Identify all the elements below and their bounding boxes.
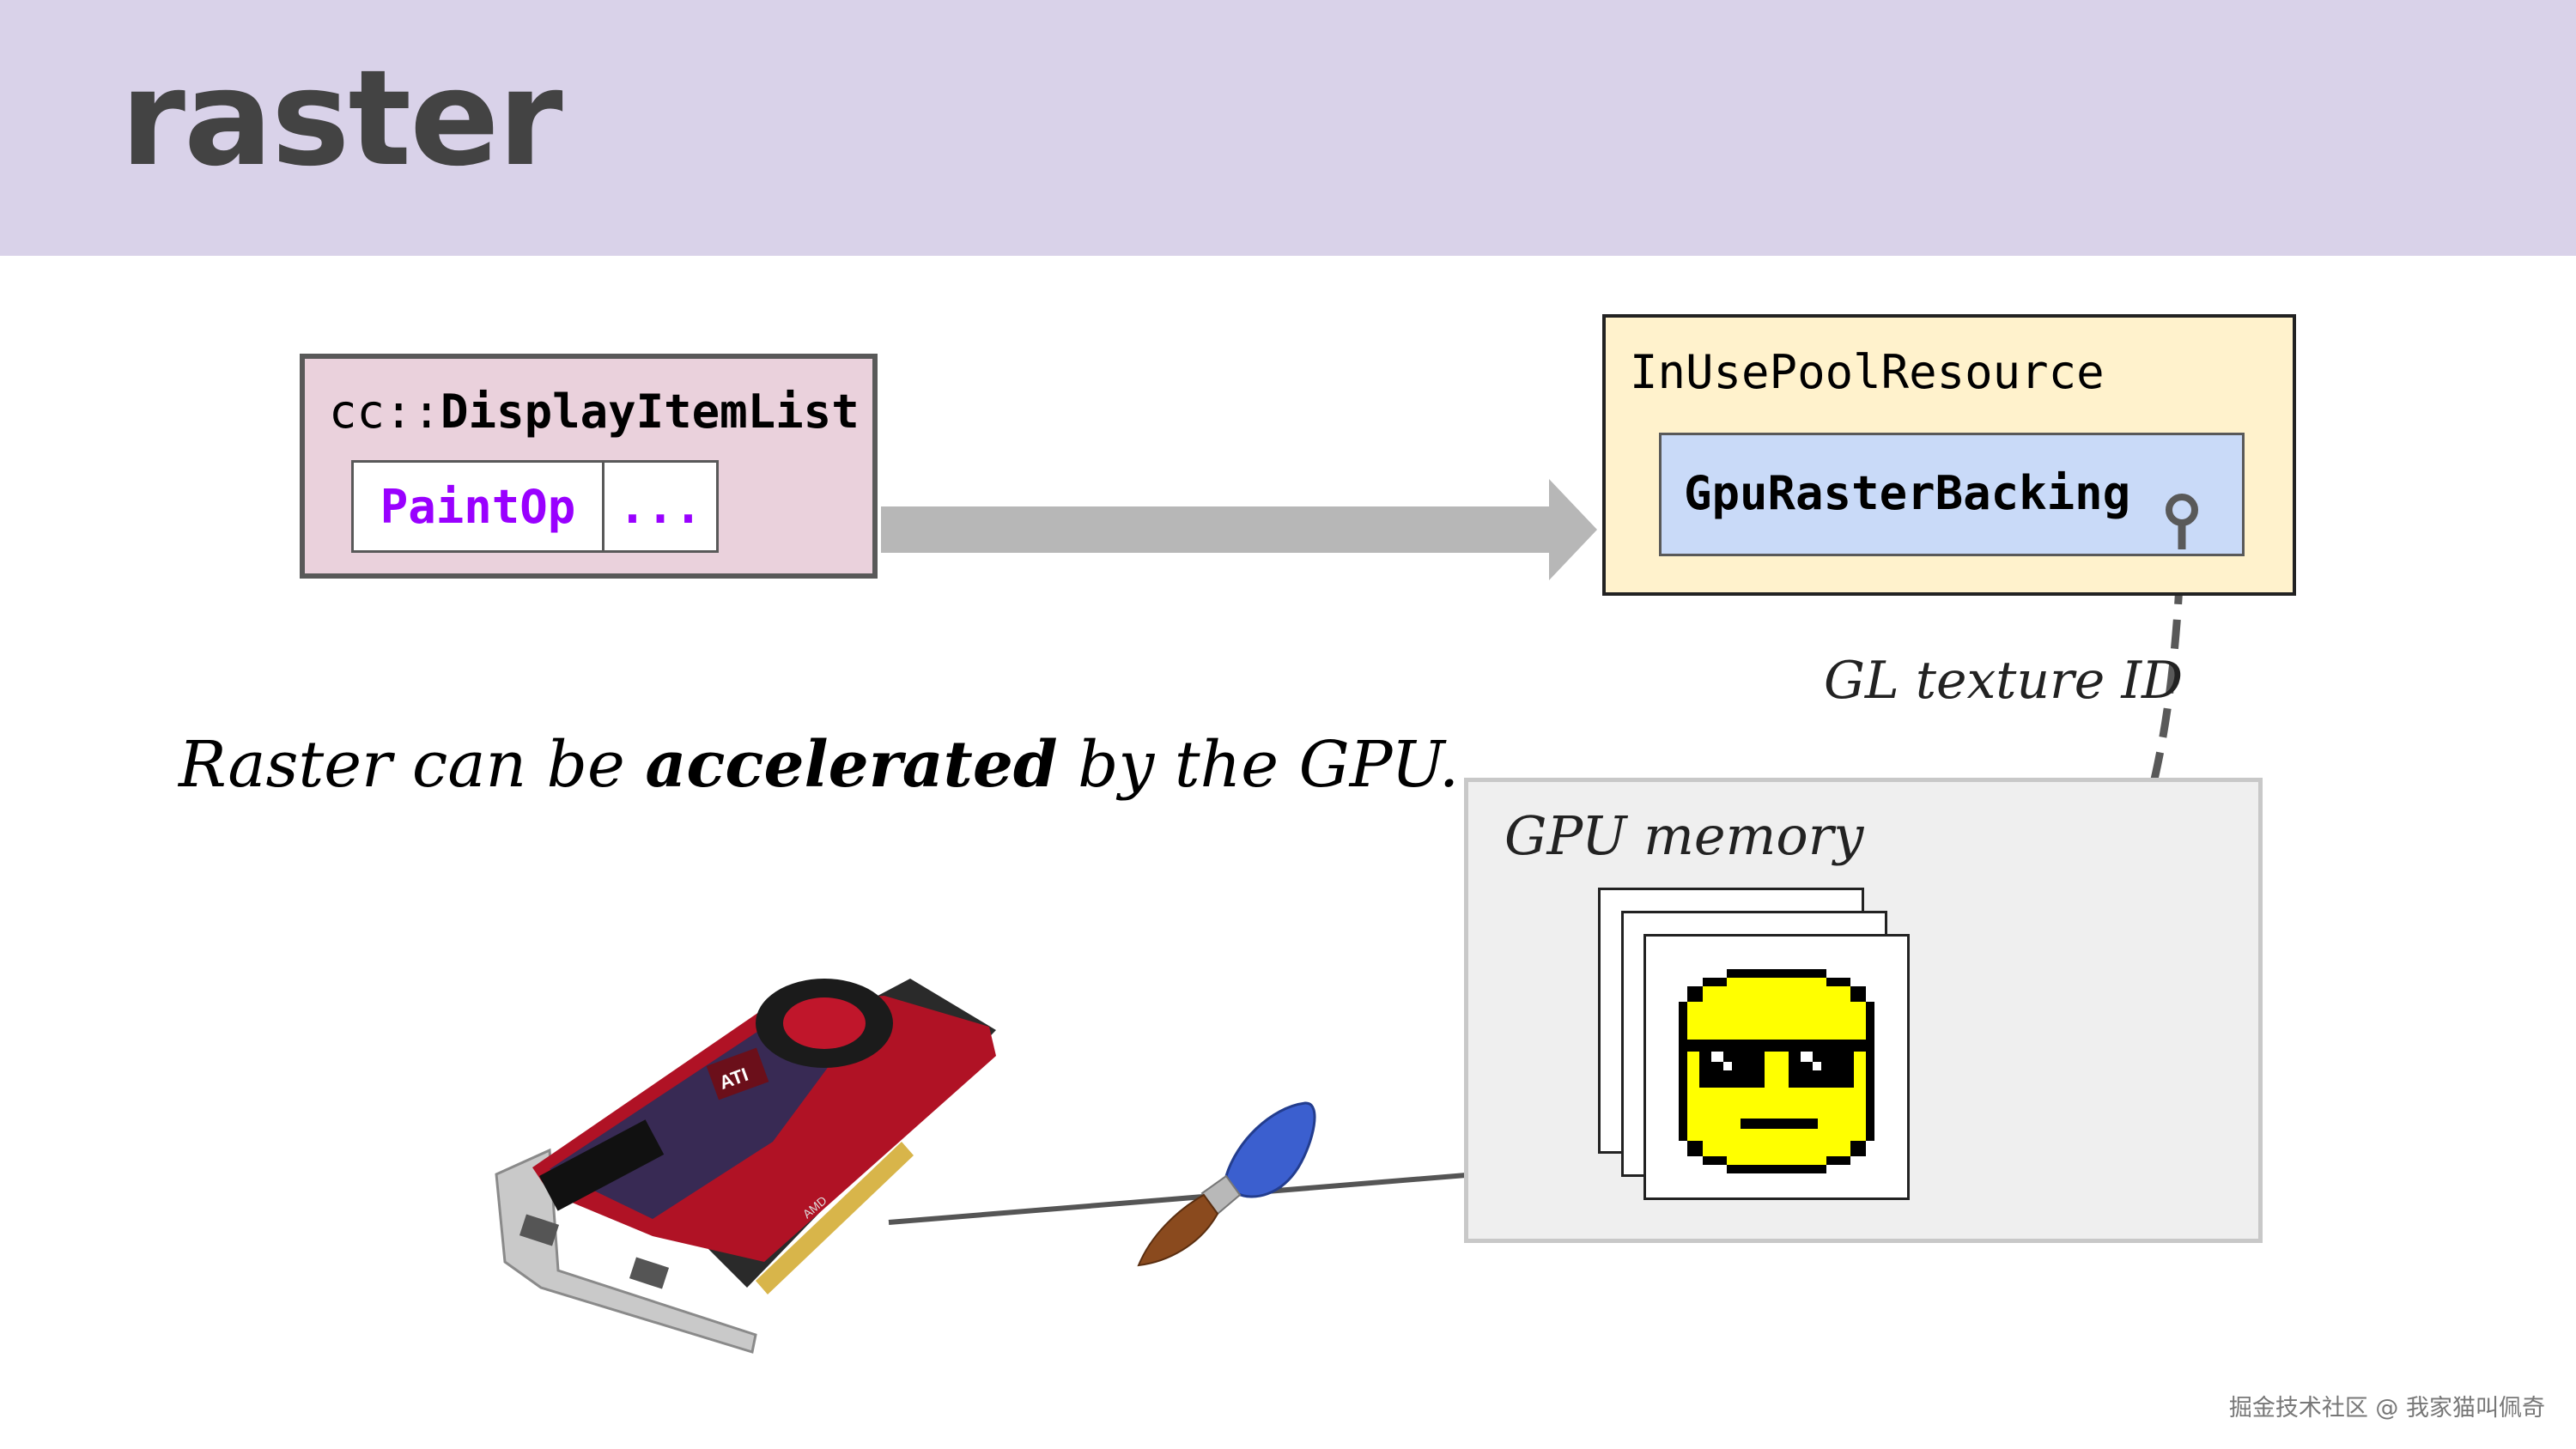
in-use-pool-resource-box: InUsePoolResource GpuRasterBacking bbox=[1602, 314, 2296, 596]
raster-flow-arrow bbox=[881, 479, 1597, 580]
gl-texture-id-label: GL texture ID bbox=[1824, 651, 2184, 711]
sunglasses-smiley-icon bbox=[1679, 969, 1874, 1173]
gpu-raster-backing-label: GpuRasterBacking bbox=[1684, 466, 2131, 520]
gpu-memory-box: GPU memory bbox=[1464, 778, 2263, 1243]
paint-op-list: PaintOp ... bbox=[351, 460, 719, 553]
more-ops-cell: ... bbox=[618, 479, 702, 534]
paint-op-cell: PaintOp bbox=[354, 463, 605, 550]
display-item-list-box: cc::DisplayItemList PaintOp ... bbox=[300, 354, 878, 579]
slide-title: raster bbox=[120, 42, 563, 196]
gpu-raster-backing-box: GpuRasterBacking bbox=[1659, 433, 2245, 556]
texture-anchor-circle bbox=[2166, 494, 2198, 526]
gpu-acceleration-caption: Raster can be accelerated by the GPU. bbox=[179, 728, 1460, 802]
graphics-card-logo-plate bbox=[706, 1047, 769, 1100]
gpu-memory-label: GPU memory bbox=[1504, 804, 1864, 867]
display-item-list-label: cc::DisplayItemList bbox=[329, 385, 860, 439]
slide-header: raster bbox=[0, 0, 2576, 256]
watermark: 掘金技术社区 @ 我家猫叫佩奇 bbox=[2228, 1395, 2545, 1422]
pool-resource-label: InUsePoolResource bbox=[1630, 345, 2105, 399]
memory-tile-front bbox=[1643, 934, 1910, 1200]
